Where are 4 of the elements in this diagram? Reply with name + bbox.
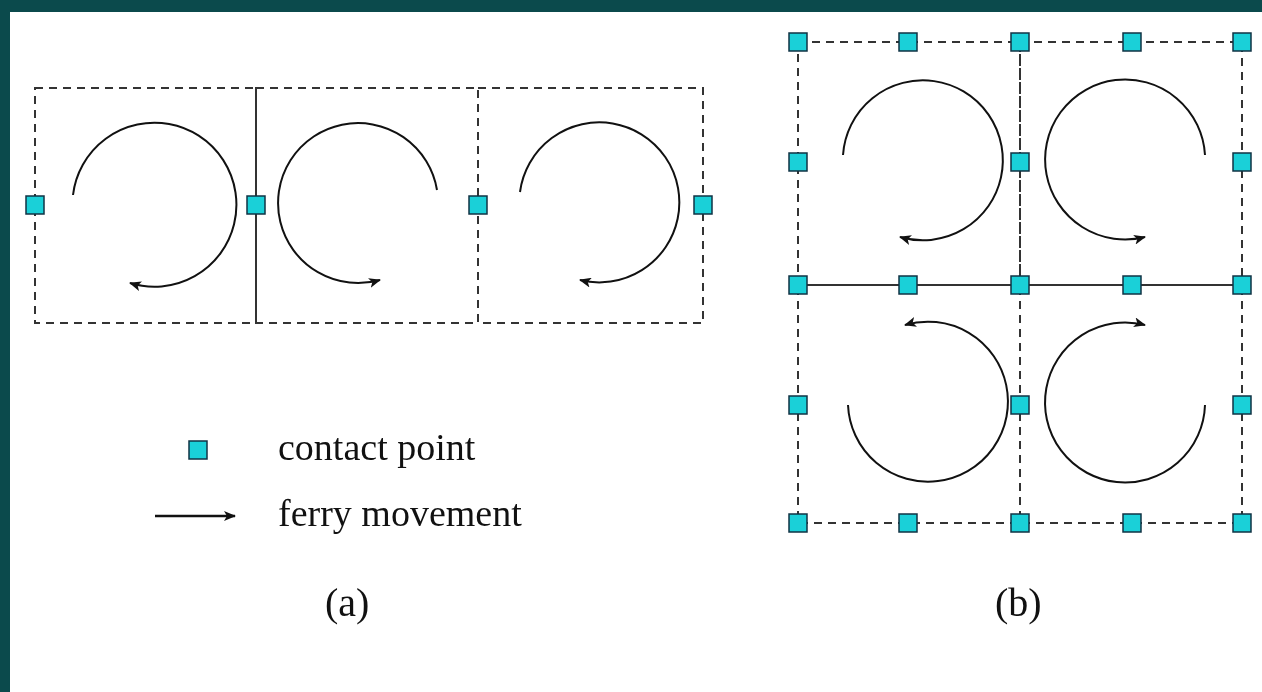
legend-label: contact point xyxy=(278,428,476,466)
panel-label: (b) xyxy=(995,583,1042,623)
panel-label: (a) xyxy=(325,583,370,623)
legend-label: ferry movement xyxy=(278,494,522,532)
